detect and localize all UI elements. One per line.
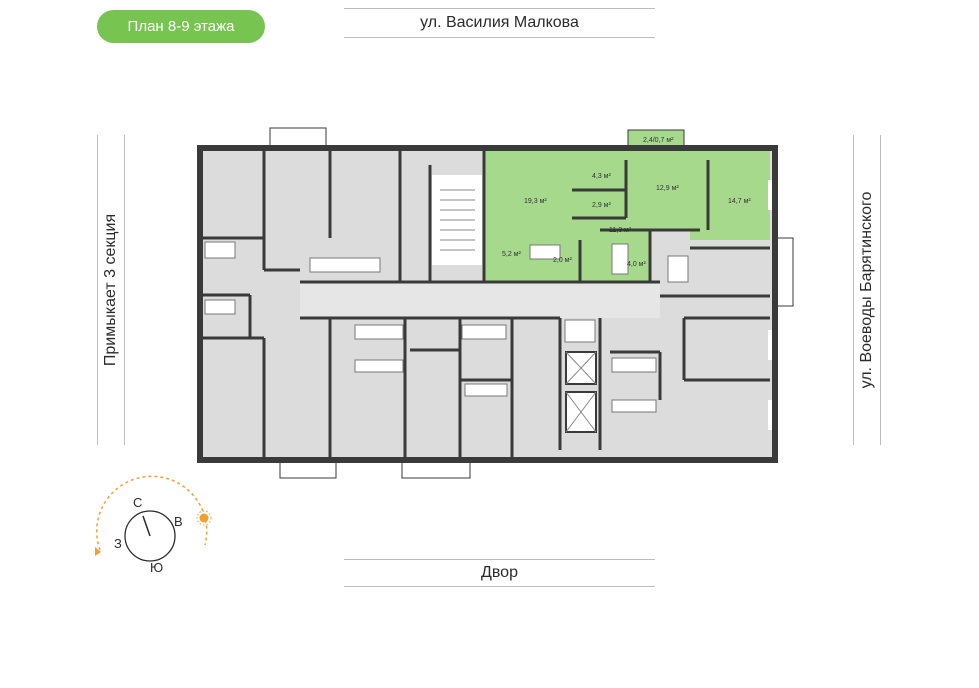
area-label-room-11: 11,3 м² — [609, 227, 632, 234]
sun-path-arrow-icon — [95, 547, 101, 556]
street-label-top: ул. Василия Малкова — [344, 8, 655, 38]
fixtures — [204, 241, 689, 413]
area-label-room-2-9: 2,9 м² — [592, 202, 611, 209]
elevator-shafts — [565, 351, 597, 433]
exterior-walls — [197, 145, 778, 463]
compass: С В Ю З — [95, 475, 212, 575]
area-label-balcony: 2,4/0,7 м² — [643, 137, 674, 144]
corridor — [300, 282, 660, 318]
compass-east: В — [174, 514, 183, 529]
street-label-bottom: Двор — [344, 559, 655, 587]
area-label-room-12: 12,9 м² — [656, 185, 679, 192]
area-label-room-4-0: 4,0 м² — [627, 261, 646, 268]
area-label-room-14: 14,7 м² — [728, 198, 751, 205]
compass-west: З — [114, 536, 122, 551]
interior-walls — [200, 148, 770, 460]
compass-needle-icon — [142, 515, 151, 537]
side-label-left: Примыкает 3 секция — [97, 135, 125, 445]
compass-north: С — [133, 495, 142, 510]
side-label-right: ул. Воеводы Барятинского — [853, 135, 881, 445]
compass-south: Ю — [150, 560, 163, 575]
area-label-room-5: 5,2 м² — [502, 251, 521, 258]
area-labels: 19,3 м² 4,3 м² 2,4/0,7 м² 12,9 м² 14,7 м… — [502, 137, 751, 268]
area-label-room-4-3: 4,3 м² — [592, 173, 611, 180]
stairwell — [432, 175, 482, 265]
floor-badge: План 8-9 этажа — [97, 10, 265, 43]
area-label-room-19: 19,3 м² — [524, 198, 547, 205]
area-label-room-2-0: 2,0 м² — [553, 257, 572, 264]
sun-icon — [199, 513, 209, 523]
